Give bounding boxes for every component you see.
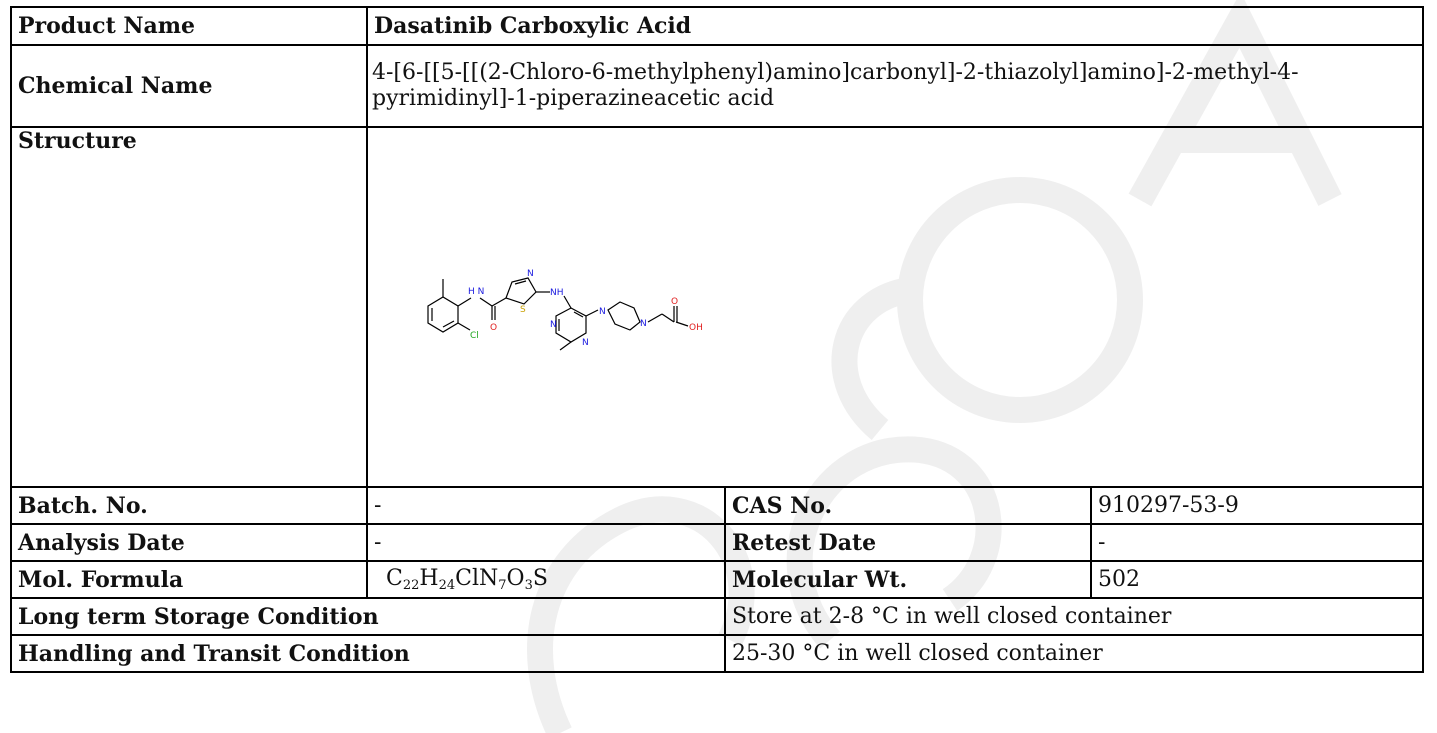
- structure-row: Structure: [10, 126, 1425, 488]
- chemical-structure-image: H N O N S NH N N N N O OH Cl: [427, 269, 703, 351]
- storage-value: Store at 2-8 °C in well closed container: [723, 597, 1425, 636]
- analysis-date-value: -: [366, 523, 726, 562]
- atom-n-piperazine-1: N: [599, 307, 606, 317]
- atom-n-piperazine-2: N: [640, 319, 647, 329]
- product-name-value: Dasatinib Carboxylic Acid: [365, 6, 1425, 46]
- molecular-wt-value: 502: [1089, 560, 1425, 599]
- atom-s-thiazole: S: [520, 305, 526, 315]
- batch-no-label: Batch. No.: [10, 486, 368, 525]
- product-name-label: Product Name: [10, 6, 368, 46]
- atom-n-pyrimidine-2: N: [582, 338, 589, 348]
- formula-row: Mol. Formula C22H24ClN7O3S Molecular Wt.…: [10, 560, 1425, 599]
- handling-value: 25-30 °C in well closed container: [723, 634, 1425, 673]
- atom-cl: Cl: [470, 331, 479, 341]
- product-info-table: Product Name Dasatinib Carboxylic Acid C…: [10, 6, 1425, 673]
- batch-no-value: -: [366, 486, 726, 525]
- structure-cell: H N O N S NH N N N N O OH Cl: [365, 126, 1425, 488]
- chemical-name-value: 4-[6-[[5-[[(2-Chloro-6-methylphenyl)amin…: [365, 44, 1425, 128]
- atom-n-pyrimidine-1: N: [550, 320, 557, 330]
- storage-row: Long term Storage Condition Store at 2-8…: [10, 597, 1425, 636]
- storage-label: Long term Storage Condition: [10, 597, 726, 636]
- dates-row: Analysis Date - Retest Date -: [10, 523, 1425, 562]
- retest-date-value: -: [1089, 523, 1425, 562]
- mol-formula-label: Mol. Formula: [10, 560, 368, 599]
- atom-o-acid: O: [671, 297, 678, 307]
- structure-label: Structure: [10, 126, 368, 488]
- chemical-name-label: Chemical Name: [10, 44, 368, 128]
- handling-row: Handling and Transit Condition 25-30 °C …: [10, 634, 1425, 673]
- mol-formula-value: C22H24ClN7O3S: [366, 560, 726, 599]
- product-name-row: Product Name Dasatinib Carboxylic Acid: [10, 6, 1425, 46]
- atom-nh-amide: H N: [468, 287, 484, 297]
- atom-oh-acid: OH: [689, 323, 703, 333]
- retest-date-label: Retest Date: [724, 523, 1092, 562]
- atom-nh-amine: NH: [550, 288, 564, 298]
- analysis-date-label: Analysis Date: [10, 523, 368, 562]
- cas-no-label: CAS No.: [724, 486, 1092, 525]
- atom-n-thiazole: N: [527, 269, 534, 279]
- batch-row: Batch. No. - CAS No. 910297-53-9: [10, 486, 1425, 525]
- cas-no-value: 910297-53-9: [1089, 486, 1425, 525]
- atom-o-amide: O: [490, 323, 497, 333]
- molecular-wt-label: Molecular Wt.: [724, 560, 1092, 599]
- chemical-name-row: Chemical Name 4-[6-[[5-[[(2-Chloro-6-met…: [10, 44, 1425, 128]
- handling-label: Handling and Transit Condition: [10, 634, 726, 673]
